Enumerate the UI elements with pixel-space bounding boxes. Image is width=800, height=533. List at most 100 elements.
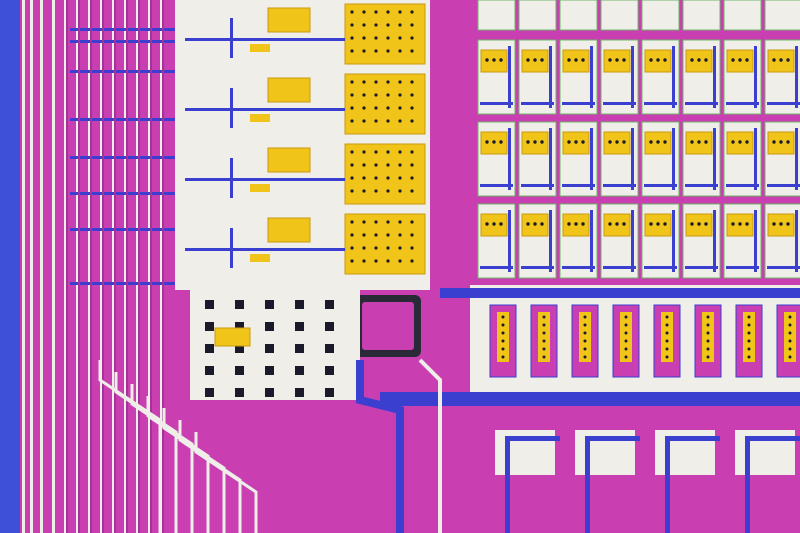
logic-trace — [230, 158, 233, 198]
bus-line — [138, 0, 140, 533]
bottom-bus — [380, 392, 800, 406]
memory-via — [581, 222, 585, 226]
via — [374, 23, 378, 27]
memory-via — [608, 222, 612, 226]
memory-wordline — [480, 102, 513, 105]
memory-wordline — [480, 266, 513, 269]
via — [386, 80, 390, 84]
column-via — [501, 355, 505, 359]
via — [350, 246, 354, 250]
column-via — [706, 339, 710, 343]
memory-via — [697, 140, 701, 144]
column-via — [706, 331, 710, 335]
bond-pad — [355, 295, 421, 357]
bus-trace — [70, 156, 220, 159]
column-via — [501, 323, 505, 327]
memory-wordline — [562, 184, 595, 187]
via — [386, 36, 390, 40]
via — [386, 220, 390, 224]
via — [410, 36, 414, 40]
memory-top-cell — [641, 0, 680, 31]
column-pad — [538, 312, 550, 362]
via — [350, 49, 354, 53]
column-via — [583, 347, 587, 351]
column-pad — [620, 312, 632, 362]
memory-bitline — [508, 128, 511, 190]
memory-bitline — [754, 46, 757, 108]
bottom-trace — [745, 436, 800, 441]
via — [350, 163, 354, 167]
memory-bitline — [672, 46, 675, 108]
memory-top-cell — [600, 0, 639, 31]
via — [398, 93, 402, 97]
logic-trace — [185, 108, 345, 111]
memory-via — [663, 222, 667, 226]
bottom-trace — [505, 436, 560, 441]
via — [386, 150, 390, 154]
via — [386, 189, 390, 193]
logic-contact — [250, 254, 270, 262]
bus-line — [90, 0, 92, 533]
bus-line — [114, 0, 116, 533]
via — [374, 106, 378, 110]
logic-trace — [185, 178, 345, 181]
bus-gap — [88, 0, 91, 533]
memory-bitline — [713, 128, 716, 190]
memory-via — [608, 58, 612, 62]
bottom-drop — [505, 436, 510, 533]
column-via — [747, 323, 751, 327]
memory-wordline — [767, 184, 800, 187]
memory-via — [738, 58, 742, 62]
memory-wordline — [480, 184, 513, 187]
via — [398, 36, 402, 40]
via — [350, 150, 354, 154]
memory-via — [492, 58, 496, 62]
via-pad-grid — [190, 290, 360, 400]
via — [350, 106, 354, 110]
via — [362, 23, 366, 27]
memory-via — [704, 58, 708, 62]
memory-bitline — [549, 128, 552, 190]
logic-contact — [250, 44, 270, 52]
memory-via — [540, 222, 544, 226]
grid-via — [235, 388, 244, 397]
via — [386, 163, 390, 167]
memory-bitline — [590, 128, 593, 190]
logic-trace — [230, 88, 233, 128]
memory-via — [540, 140, 544, 144]
via — [362, 80, 366, 84]
via — [398, 163, 402, 167]
bus-trace — [70, 192, 220, 195]
memory-via — [574, 222, 578, 226]
via — [386, 246, 390, 250]
bus-gap — [64, 0, 67, 533]
grid-via — [325, 366, 334, 375]
memory-wordline — [644, 184, 677, 187]
via — [374, 259, 378, 263]
step-route — [194, 432, 258, 533]
memory-via — [779, 222, 783, 226]
via — [362, 163, 366, 167]
via — [386, 233, 390, 237]
grid-via — [235, 366, 244, 375]
memory-via — [540, 58, 544, 62]
memory-via — [499, 140, 503, 144]
bus-gap — [30, 0, 33, 533]
via — [362, 36, 366, 40]
bus-gap — [112, 0, 115, 533]
grid-pad — [214, 327, 251, 347]
via — [374, 246, 378, 250]
column-via — [583, 355, 587, 359]
bottom-drop — [585, 436, 590, 533]
via — [398, 119, 402, 123]
grid-via — [325, 300, 334, 309]
via — [410, 176, 414, 180]
column-via — [788, 339, 792, 343]
bus-line — [126, 0, 128, 533]
memory-via — [615, 58, 619, 62]
via — [374, 80, 378, 84]
column-via — [583, 323, 587, 327]
memory-top-cell — [477, 0, 516, 31]
via — [350, 189, 354, 193]
column-via — [501, 315, 505, 319]
